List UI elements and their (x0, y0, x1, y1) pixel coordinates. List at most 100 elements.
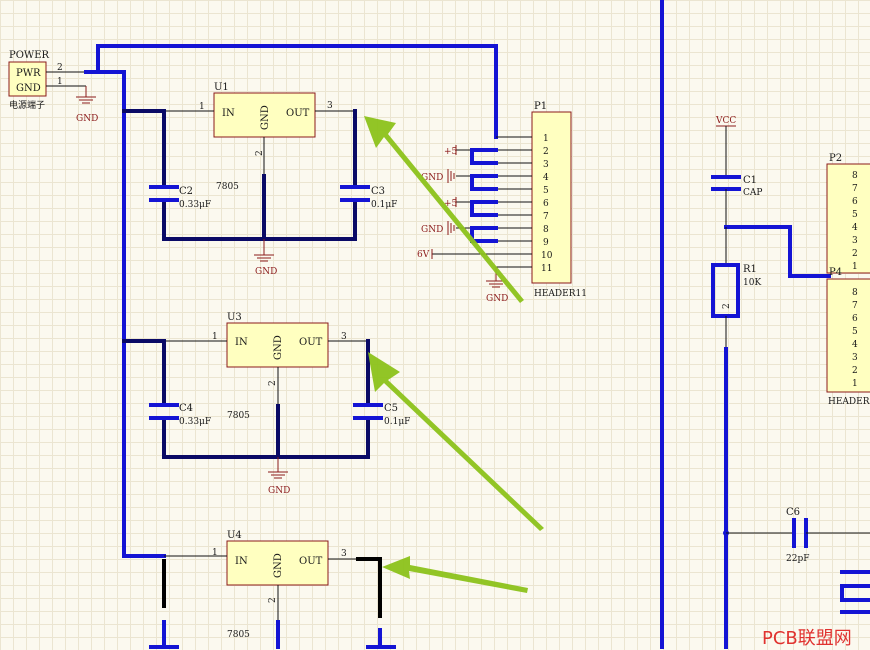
u3-value: 7805 (227, 411, 250, 421)
p1-net-plus5-a: +5 (444, 147, 458, 157)
c4-designator: C4 (179, 403, 193, 414)
u3-designator: U3 (227, 312, 242, 323)
p1-net-gnd-a: GND (421, 173, 443, 183)
c5-designator: C5 (384, 403, 398, 414)
u3-gnd-label: GND (273, 335, 284, 360)
c3-value: 0.1μF (371, 200, 397, 210)
watermark-text: PCB联盟网 (762, 628, 852, 649)
u4-designator: U4 (227, 530, 242, 541)
p4-comment: HEADER8 (828, 397, 870, 407)
p1-pin-1: 1 (543, 134, 549, 144)
p1-net-plus5-b: +5 (444, 199, 458, 209)
p4-pin-7: 7 (852, 301, 858, 311)
c2-value: 0.33μF (179, 200, 211, 210)
power-connector[interactable]: POWER PWR GND 2 1 电源端子 GND (8, 50, 98, 124)
u1-designator: U1 (214, 82, 229, 93)
u1-body (213, 92, 316, 138)
u3-pin-2: 2 (268, 380, 278, 386)
u3-gnd-symbol-label: GND (268, 486, 290, 496)
p4-body (826, 278, 870, 393)
power-designator: POWER (9, 50, 50, 61)
u1-value: 7805 (216, 182, 239, 192)
p1-pin-4: 4 (543, 173, 549, 183)
u4-out-label: OUT (299, 556, 323, 567)
u3-pin-1: 1 (212, 332, 218, 342)
annotation-arrow-u3 (368, 352, 544, 531)
u4-in-label: IN (235, 556, 248, 567)
p4-designator: P4 (829, 267, 842, 278)
p2-pin-4: 4 (852, 223, 858, 233)
p1-body (531, 111, 572, 284)
r1-pin-num: 2 (722, 303, 732, 309)
u3-pin-3: 3 (341, 332, 347, 342)
p4-pin-8: 8 (852, 288, 858, 298)
r1-value: 10K (743, 278, 761, 288)
p1-pin-2: 2 (543, 147, 549, 157)
main-power-rail (84, 44, 498, 558)
power-gnd-label: GND (76, 114, 98, 124)
regulator-u1[interactable]: U1 IN OUT GND 1 3 2 7805 C2 0.33μF C3 0.… (149, 82, 397, 277)
p1-pin-10: 10 (541, 251, 553, 261)
p2-body (826, 163, 870, 274)
p2-pin-3: 3 (852, 236, 858, 246)
u1-gnd-symbol-label: GND (255, 267, 277, 277)
power-pin-num-1: 1 (57, 77, 63, 87)
regulator-u3[interactable]: U3 IN OUT GND 1 3 2 7805 C4 0.33μF C5 0.… (149, 312, 410, 496)
u4-value: 7805 (227, 630, 250, 640)
c4-value: 0.33μF (179, 417, 211, 427)
p2-pin-6: 6 (852, 197, 858, 207)
u1-gnd-label: GND (260, 105, 271, 130)
u3-in-label: IN (235, 337, 248, 348)
u4-gnd-label: GND (273, 553, 284, 578)
vcc-label: VCC (715, 116, 736, 126)
vcc-reset-section[interactable]: VCC C1 CAP 2 R1 10K C6 22pF (711, 116, 870, 649)
p1-pin-11: 11 (541, 264, 552, 274)
p4-pin-6: 6 (852, 314, 858, 324)
p4-pin-4: 4 (852, 340, 858, 350)
header-p2[interactable]: P2 8 7 6 5 4 3 2 1 (826, 153, 870, 274)
p2-pin-1: 1 (852, 262, 858, 272)
annotation-arrow-u1 (364, 116, 524, 303)
p4-pin-3: 3 (852, 353, 858, 363)
p4-pin-1: 1 (852, 379, 858, 389)
p1-net-gnd-b: GND (421, 225, 443, 235)
u1-in-label: IN (222, 108, 235, 119)
p2-pin-7: 7 (852, 184, 858, 194)
power-comment: 电源端子 (9, 99, 45, 111)
c5-value: 0.1μF (384, 417, 410, 427)
u1-pin-1: 1 (199, 102, 205, 112)
power-pin-gnd: GND (16, 83, 41, 94)
r1-designator: R1 (743, 264, 757, 275)
p4-pin-5: 5 (852, 327, 858, 337)
u1-out-label: OUT (286, 108, 310, 119)
u4-pin-3: 3 (341, 549, 347, 559)
c6-value: 22pF (786, 554, 809, 564)
u4-pin-2: 2 (268, 597, 278, 603)
p1-pin-5: 5 (543, 186, 549, 196)
c2-designator: C2 (179, 186, 193, 197)
power-pin-pwr: PWR (16, 68, 41, 79)
p2-pin-8: 8 (852, 171, 858, 181)
p1-pin-8: 8 (543, 225, 549, 235)
p1-comment: HEADER11 (534, 289, 587, 299)
u1-pin-3: 3 (327, 101, 333, 111)
p1-gnd-label: GND (486, 294, 508, 304)
annotation-arrows (364, 116, 544, 593)
p1-pin-6: 6 (543, 199, 549, 209)
header-p4[interactable]: P4 8 7 6 5 4 3 2 1 HEADER8 (826, 267, 870, 407)
u1-pin-2: 2 (255, 150, 265, 156)
u3-out-label: OUT (299, 337, 323, 348)
c3-designator: C3 (371, 186, 385, 197)
u4-pin-1: 1 (212, 548, 218, 558)
power-body (8, 61, 47, 97)
p2-designator: P2 (829, 153, 842, 164)
p1-pin-3: 3 (543, 160, 549, 170)
p2-pin-2: 2 (852, 249, 858, 259)
c1-designator: C1 (743, 175, 757, 186)
p1-net-6v: 6V (417, 250, 430, 260)
c6-designator: C6 (786, 507, 800, 518)
regulator-u4[interactable]: U4 IN OUT GND 1 3 2 7805 (149, 530, 396, 649)
p2-pin-5: 5 (852, 210, 858, 220)
p1-pin-7: 7 (543, 212, 549, 222)
